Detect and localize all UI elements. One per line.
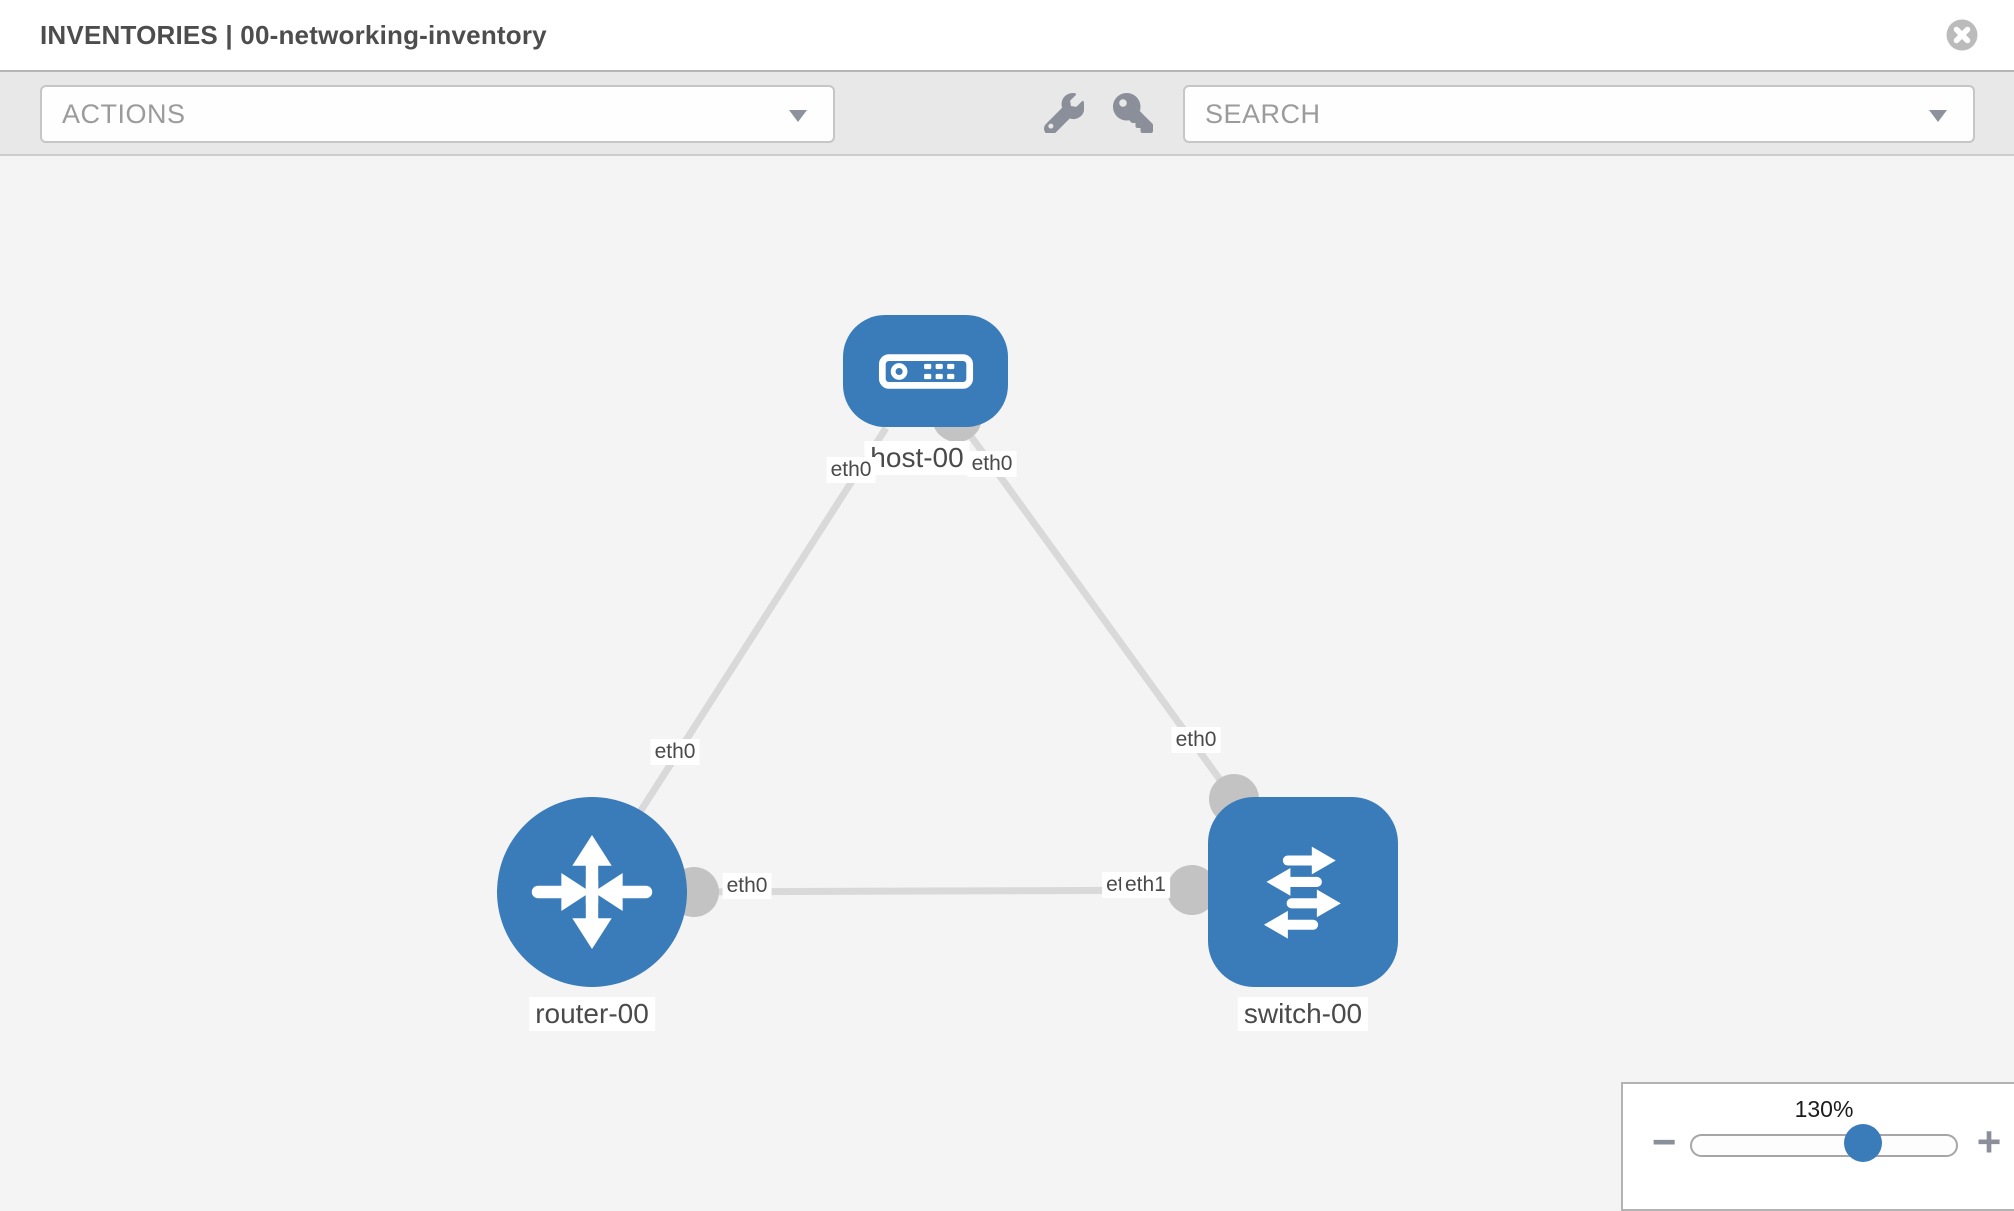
interface-label-router-right: eth0 [722, 873, 772, 899]
zoom-slider-track[interactable] [1690, 1134, 1958, 1157]
interface-label-host-right: eth0 [967, 451, 1017, 477]
wrench-icon[interactable] [1044, 93, 1084, 133]
actions-dropdown[interactable]: ACTIONS [40, 85, 835, 143]
router-icon [531, 835, 653, 949]
node-label-host: host-00 [864, 441, 970, 475]
node-host-00[interactable] [843, 315, 1008, 427]
zoom-level-value: 130% [1794, 1096, 1854, 1122]
key-icon[interactable] [1113, 93, 1153, 133]
zoom-slider-thumb[interactable] [1844, 1124, 1882, 1162]
zoom-control-panel: 130% − + [1621, 1082, 2014, 1211]
interface-label-switch-left-pair: eth0 eth1 [1102, 872, 1170, 898]
chevron-down-icon [1929, 110, 1947, 122]
close-icon [1946, 19, 1978, 51]
zoom-in-button[interactable]: + [1976, 1118, 2002, 1165]
host-icon [878, 353, 973, 389]
interface-label-switch-uplink: eth0 [1171, 727, 1221, 753]
page-title: INVENTORIES | 00-networking-inventory [40, 20, 547, 50]
node-switch-00[interactable] [1208, 797, 1398, 987]
chevron-down-icon [789, 110, 807, 122]
node-router-00[interactable] [497, 797, 687, 987]
search-dropdown[interactable]: SEARCH [1183, 85, 1975, 143]
interface-label-router-uplink: eth0 [650, 739, 700, 765]
node-label-router: router-00 [529, 997, 655, 1031]
switch-icon [1263, 846, 1341, 939]
zoom-out-button[interactable]: − [1651, 1118, 1677, 1165]
search-dropdown-placeholder: SEARCH [1205, 99, 1321, 129]
close-button[interactable] [1946, 19, 1978, 51]
toolbar: ACTIONS SEARCH [0, 72, 2014, 156]
interface-label-host-left: eth0 [826, 457, 876, 483]
topology-canvas[interactable] [0, 154, 2014, 1200]
page-header: INVENTORIES | 00-networking-inventory [0, 0, 2014, 72]
actions-dropdown-placeholder: ACTIONS [62, 99, 186, 129]
interface-label-switch-left-front: eth1 [1121, 872, 1170, 898]
node-label-switch: switch-00 [1237, 997, 1369, 1031]
